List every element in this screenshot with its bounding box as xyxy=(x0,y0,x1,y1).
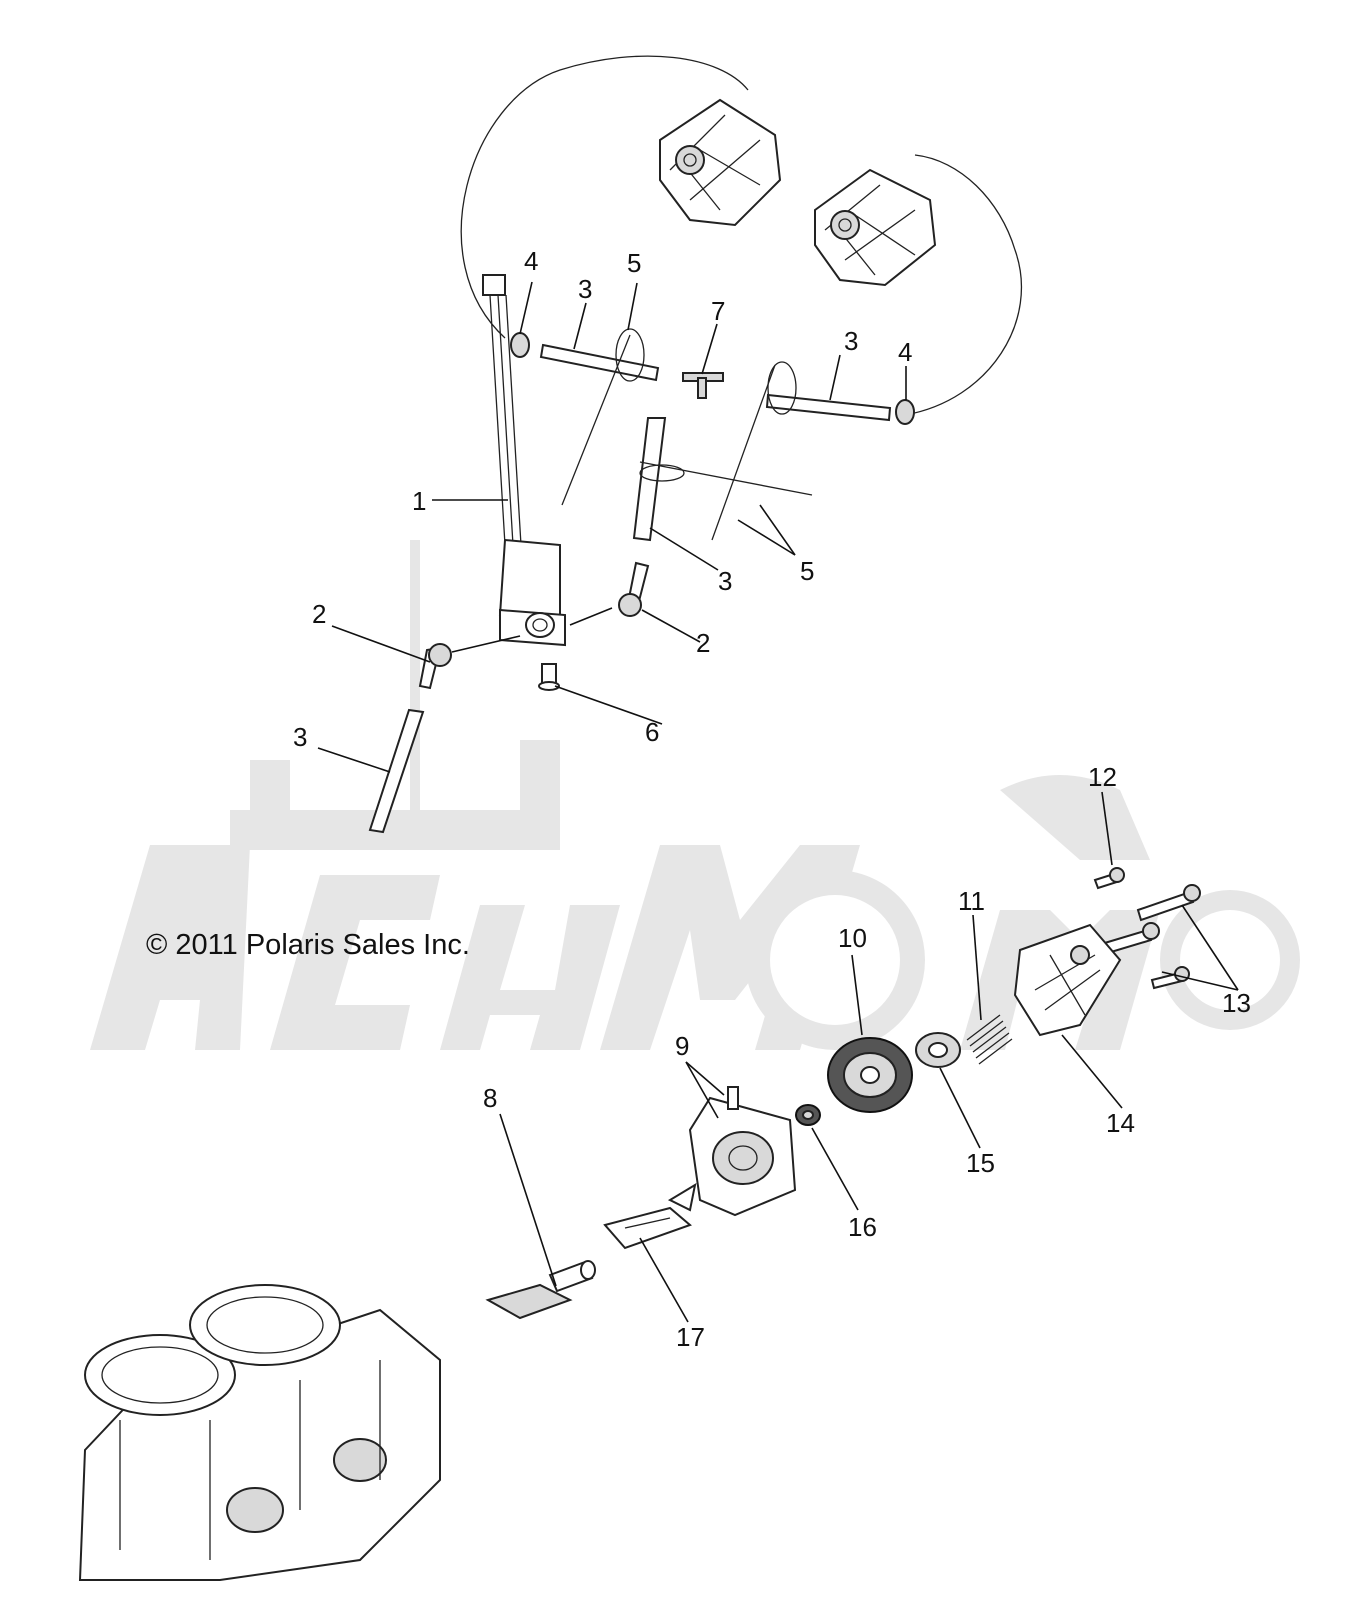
callout-6: 6 xyxy=(645,717,659,747)
hose-3-upper-left xyxy=(539,343,660,382)
copyright-text: © 2011 Polaris Sales Inc. xyxy=(146,929,470,961)
plate-15 xyxy=(915,1032,961,1068)
tee-fitting-7 xyxy=(682,372,724,399)
pulse-fitting-8 xyxy=(485,1260,596,1320)
tie-5-cross xyxy=(639,461,813,496)
tie-5-left xyxy=(561,328,645,506)
callout-12: 12 xyxy=(1088,762,1117,792)
valve-16 xyxy=(795,1104,821,1126)
callout-7: 7 xyxy=(711,296,725,326)
callout-2-right: 2 xyxy=(696,628,710,658)
callout-11: 11 xyxy=(958,886,985,916)
carburetor-right xyxy=(814,168,937,287)
callout-4-left: 4 xyxy=(524,246,538,276)
fitting-4-left xyxy=(510,332,530,358)
fitting-4-right xyxy=(895,399,915,425)
tie-5-right xyxy=(711,361,797,541)
leader-lines xyxy=(317,281,1239,1323)
callout-14: 14 xyxy=(1106,1108,1135,1138)
cover-14 xyxy=(1013,923,1122,1037)
callout-17: 17 xyxy=(676,1322,705,1352)
cylinder-block xyxy=(78,1284,441,1581)
elbow-2-left xyxy=(418,643,452,690)
elbow-2-right xyxy=(618,561,650,617)
spring-11 xyxy=(966,1014,1013,1065)
callout-5-upper: 5 xyxy=(627,248,641,278)
callout-9: 9 xyxy=(675,1031,689,1061)
callout-1: 1 xyxy=(412,486,426,516)
sensor-1 xyxy=(482,274,566,647)
diaphragm-10 xyxy=(827,1037,913,1113)
carburetor-left xyxy=(659,98,782,227)
plug-6 xyxy=(538,663,560,691)
callout-2-left: 2 xyxy=(312,599,326,629)
callout-3-upper-left: 3 xyxy=(578,274,592,304)
gasket-17 xyxy=(603,1206,692,1250)
callout-16: 16 xyxy=(848,1212,877,1242)
pump-body-9 xyxy=(667,1086,797,1217)
callout-3-middle: 3 xyxy=(718,566,732,596)
callout-8: 8 xyxy=(483,1083,497,1113)
callout-15: 15 xyxy=(966,1148,995,1178)
hose-3-lower xyxy=(368,708,425,834)
callout-3-lower: 3 xyxy=(293,722,307,752)
callout-5-lower: 5 xyxy=(800,556,814,586)
callout-10: 10 xyxy=(838,923,867,953)
callout-4-right: 4 xyxy=(898,337,912,367)
watermark-logo xyxy=(90,540,1300,1050)
callout-13: 13 xyxy=(1222,988,1251,1018)
hose-3-upper-right xyxy=(765,393,892,422)
callout-3-upper-right: 3 xyxy=(844,326,858,356)
